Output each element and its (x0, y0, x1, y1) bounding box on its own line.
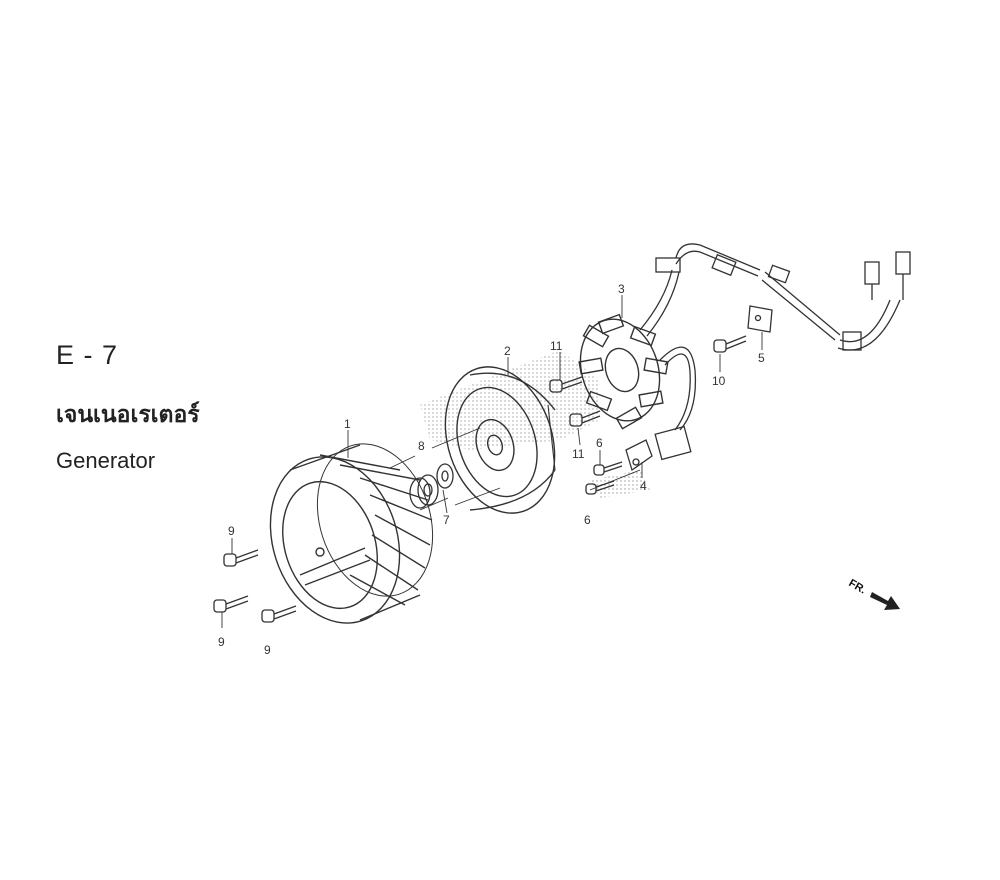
section-code: E - 7 (56, 340, 119, 370)
callout-7: 7 (443, 513, 450, 527)
callout-10: 10 (712, 374, 726, 388)
bolt-9-lower (213, 595, 249, 613)
bolt-9-upper (223, 549, 259, 567)
callout-3: 3 (618, 282, 625, 296)
title-english: Generator (56, 448, 156, 473)
callouts: 1 2 3 4 5 6 6 7 8 9 9 9 10 11 11 (218, 282, 765, 657)
wire-clamp-plate (747, 305, 773, 333)
leader-lines (221, 295, 763, 628)
stator-clamp (625, 439, 653, 472)
bolt-11-lower (569, 410, 601, 427)
bolt-6-upper (593, 461, 623, 476)
washer (436, 463, 454, 489)
bolt-10 (713, 335, 747, 353)
callout-11-upper: 11 (550, 339, 563, 353)
wire-harness (639, 243, 911, 461)
callout-6-upper: 6 (596, 436, 603, 450)
flywheel-rotor (444, 366, 556, 514)
title-thai: เจนเนอเรเตอร์ (56, 402, 200, 428)
cooling-fan (269, 443, 434, 624)
callout-11-lower: 11 (572, 447, 585, 461)
front-direction-indicator: FR. (847, 577, 900, 610)
callout-6-lower: 6 (584, 513, 591, 527)
bolt-11-upper (549, 376, 583, 393)
flange-nut (409, 474, 439, 509)
callout-5: 5 (758, 351, 765, 365)
callout-9-right: 9 (264, 643, 271, 657)
svg-text:FR.: FR. (847, 577, 868, 596)
bolt-9-right (261, 605, 297, 623)
callout-1: 1 (344, 417, 351, 431)
callout-4: 4 (640, 479, 647, 493)
callout-8: 8 (418, 439, 425, 453)
callout-9-upper: 9 (228, 524, 235, 538)
bolts (213, 335, 747, 623)
dot-shading (420, 350, 650, 498)
callout-2: 2 (504, 344, 511, 358)
stator-coil (578, 313, 669, 430)
front-arrow-icon (870, 592, 900, 610)
callout-9-lower: 9 (218, 635, 225, 649)
